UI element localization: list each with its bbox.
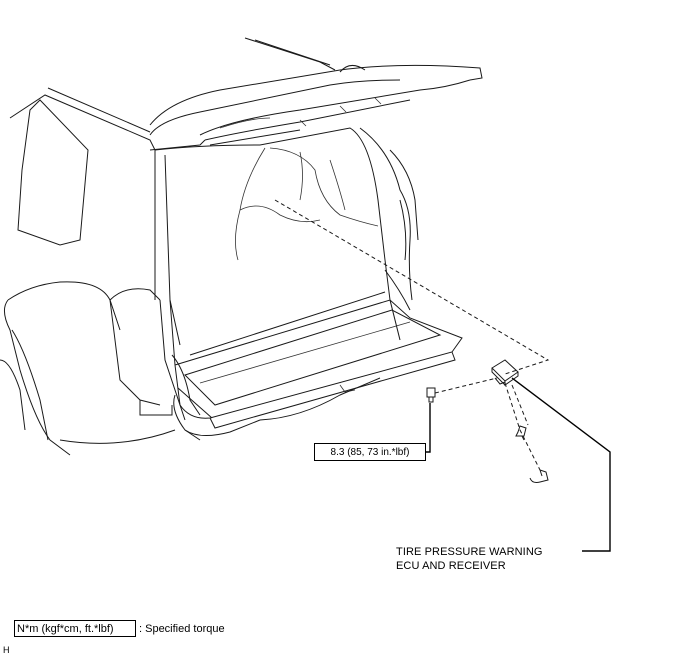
open-liftgate	[149, 37, 483, 151]
cargo-floor	[169, 269, 463, 441]
clip-path-line	[504, 382, 541, 471]
torque-callout: 8.3 (85, 73 in.*lbf)	[314, 443, 426, 461]
part-label: TIRE PRESSURE WARNING ECU AND RECEIVER	[396, 545, 543, 573]
bolt-icon	[426, 387, 436, 403]
clip-path-line-2	[511, 384, 529, 426]
vehicle-body	[0, 87, 186, 456]
legend-description: : Specified torque	[139, 623, 225, 635]
clip-icon	[515, 425, 527, 441]
clip-icon-2	[529, 469, 549, 483]
part-label-line-2: ECU AND RECEIVER	[396, 560, 506, 572]
ecu-receiver-icon	[491, 359, 519, 386]
part-label-line-1: TIRE PRESSURE WARNING	[396, 546, 543, 558]
cargo-opening	[154, 127, 419, 366]
corner-mark: H	[3, 645, 10, 655]
torque-leader-line	[426, 403, 431, 453]
bolt-path-line	[434, 377, 498, 394]
part-leader-line	[511, 377, 611, 552]
legend-torque-unit-box: N*m (kgf*cm, ft.*lbf)	[14, 620, 136, 637]
install-path-line	[274, 199, 550, 375]
